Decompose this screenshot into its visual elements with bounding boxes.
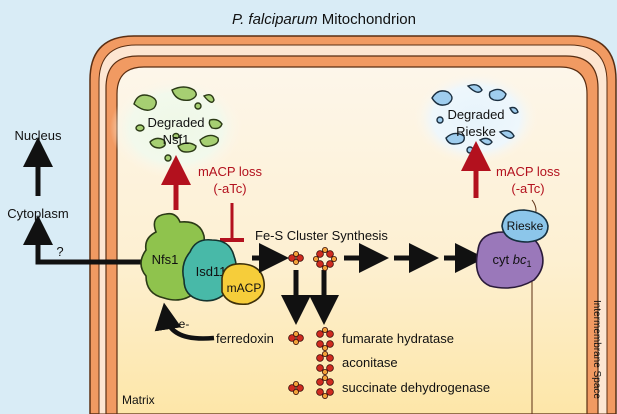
macp-protein bbox=[221, 262, 265, 306]
cluster-2fe-pathway bbox=[288, 250, 304, 265]
electron-transfer-arrow bbox=[154, 302, 215, 341]
export-to-cytoplasm-arrow bbox=[23, 215, 150, 265]
ferredoxin-label: ferredoxin bbox=[216, 331, 274, 346]
cluster-4fe-pathway bbox=[312, 246, 337, 271]
cytoplasm-label: Cytoplasm bbox=[7, 206, 68, 221]
cluster-4fe-succinate-dehydrogenase bbox=[316, 374, 334, 399]
electron-label: e- bbox=[179, 317, 190, 331]
degraded-nsf1-fragments bbox=[133, 86, 223, 162]
rieske-label: Rieske bbox=[507, 219, 544, 233]
aconitase-label: aconitase bbox=[342, 355, 398, 370]
cluster-2fe-ferredoxin bbox=[288, 330, 304, 345]
diagram-title: P. falciparum Mitochondrion bbox=[232, 11, 416, 28]
cluster-4fe-fumarate-hydratase bbox=[316, 326, 334, 351]
nfs1-label: Nfs1 bbox=[152, 252, 179, 267]
intermembrane-space-label: Intermembrane Space bbox=[591, 300, 602, 399]
macp-loss-right-line2: (-aTc) bbox=[511, 181, 544, 196]
macp-label: mACP bbox=[227, 281, 262, 295]
macp-loss-left-line2: (-aTc) bbox=[213, 181, 246, 196]
cyt-bc1-complex bbox=[475, 231, 544, 289]
cluster-2fe-succinate-dehydrogenase bbox=[288, 380, 304, 395]
matrix-label: Matrix bbox=[122, 393, 155, 407]
succinate-dehydrogenase-label: succinate dehydrogenase bbox=[342, 380, 490, 395]
cluster-4fe-aconitase bbox=[316, 350, 334, 375]
isd11-label: Isd11 bbox=[196, 264, 227, 279]
degraded-rieske-label-line2: Rieske bbox=[456, 124, 496, 139]
nucleus-label: Nucleus bbox=[15, 128, 62, 143]
macp-loss-right-line1: mACP loss bbox=[496, 164, 561, 179]
fumarate-hydratase-label: fumarate hydratase bbox=[342, 331, 454, 346]
fes-synthesis-label: Fe-S Cluster Synthesis bbox=[255, 228, 388, 243]
cyt-bc1-label: cyt bc1 bbox=[493, 252, 532, 269]
degraded-nsf1-label-line2: Nsf1 bbox=[163, 132, 190, 147]
degraded-nsf1-label-line1: Degraded bbox=[147, 115, 204, 130]
rieske-protein bbox=[501, 209, 549, 243]
question-mark: ? bbox=[56, 244, 63, 259]
macp-loss-left-line1: mACP loss bbox=[198, 164, 263, 179]
degraded-rieske-label-line1: Degraded bbox=[447, 107, 504, 122]
